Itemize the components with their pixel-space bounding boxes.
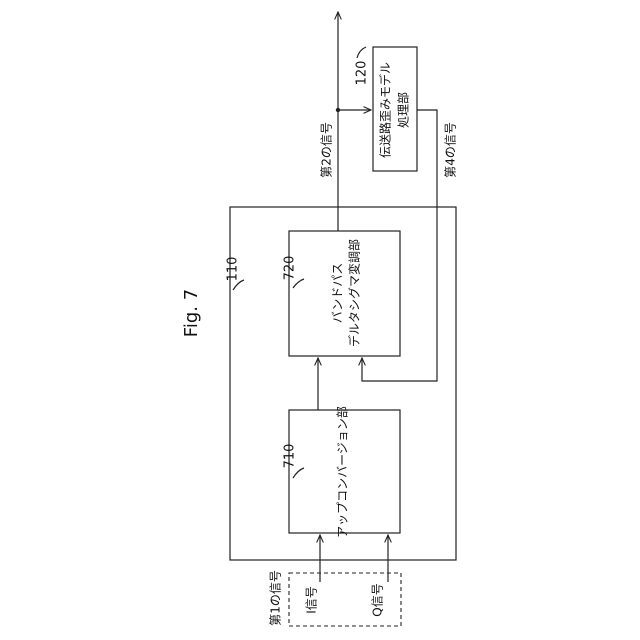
upconversion-label: アップコンバージョン部 [335, 406, 350, 538]
channel-model-ref: 120 [355, 61, 370, 86]
channel-model-label-line2: 処理部 [396, 92, 411, 128]
upconversion-ref: 710 [283, 444, 298, 469]
channel-model-ref-leader [357, 47, 366, 58]
first-signal-label: 第1の信号 [269, 570, 283, 626]
i-signal-label: I信号 [305, 586, 319, 614]
q-signal-label: Q信号 [371, 583, 385, 616]
second-signal-label: 第2の信号 [320, 122, 334, 178]
figure-title: Fig. 7 [181, 289, 202, 337]
bandpass-label-line2: デルタシグマ変調部 [347, 239, 362, 347]
bandpass-label-line1: バンドパス [331, 263, 345, 324]
bandpass-dsm-block [289, 231, 400, 356]
channel-model-label-line1: 伝送路歪みモデル [378, 62, 393, 158]
fourth-signal-label: 第4の信号 [444, 122, 458, 178]
bandpass-ref: 720 [283, 256, 298, 281]
outer-block-ref: 110 [226, 257, 241, 282]
